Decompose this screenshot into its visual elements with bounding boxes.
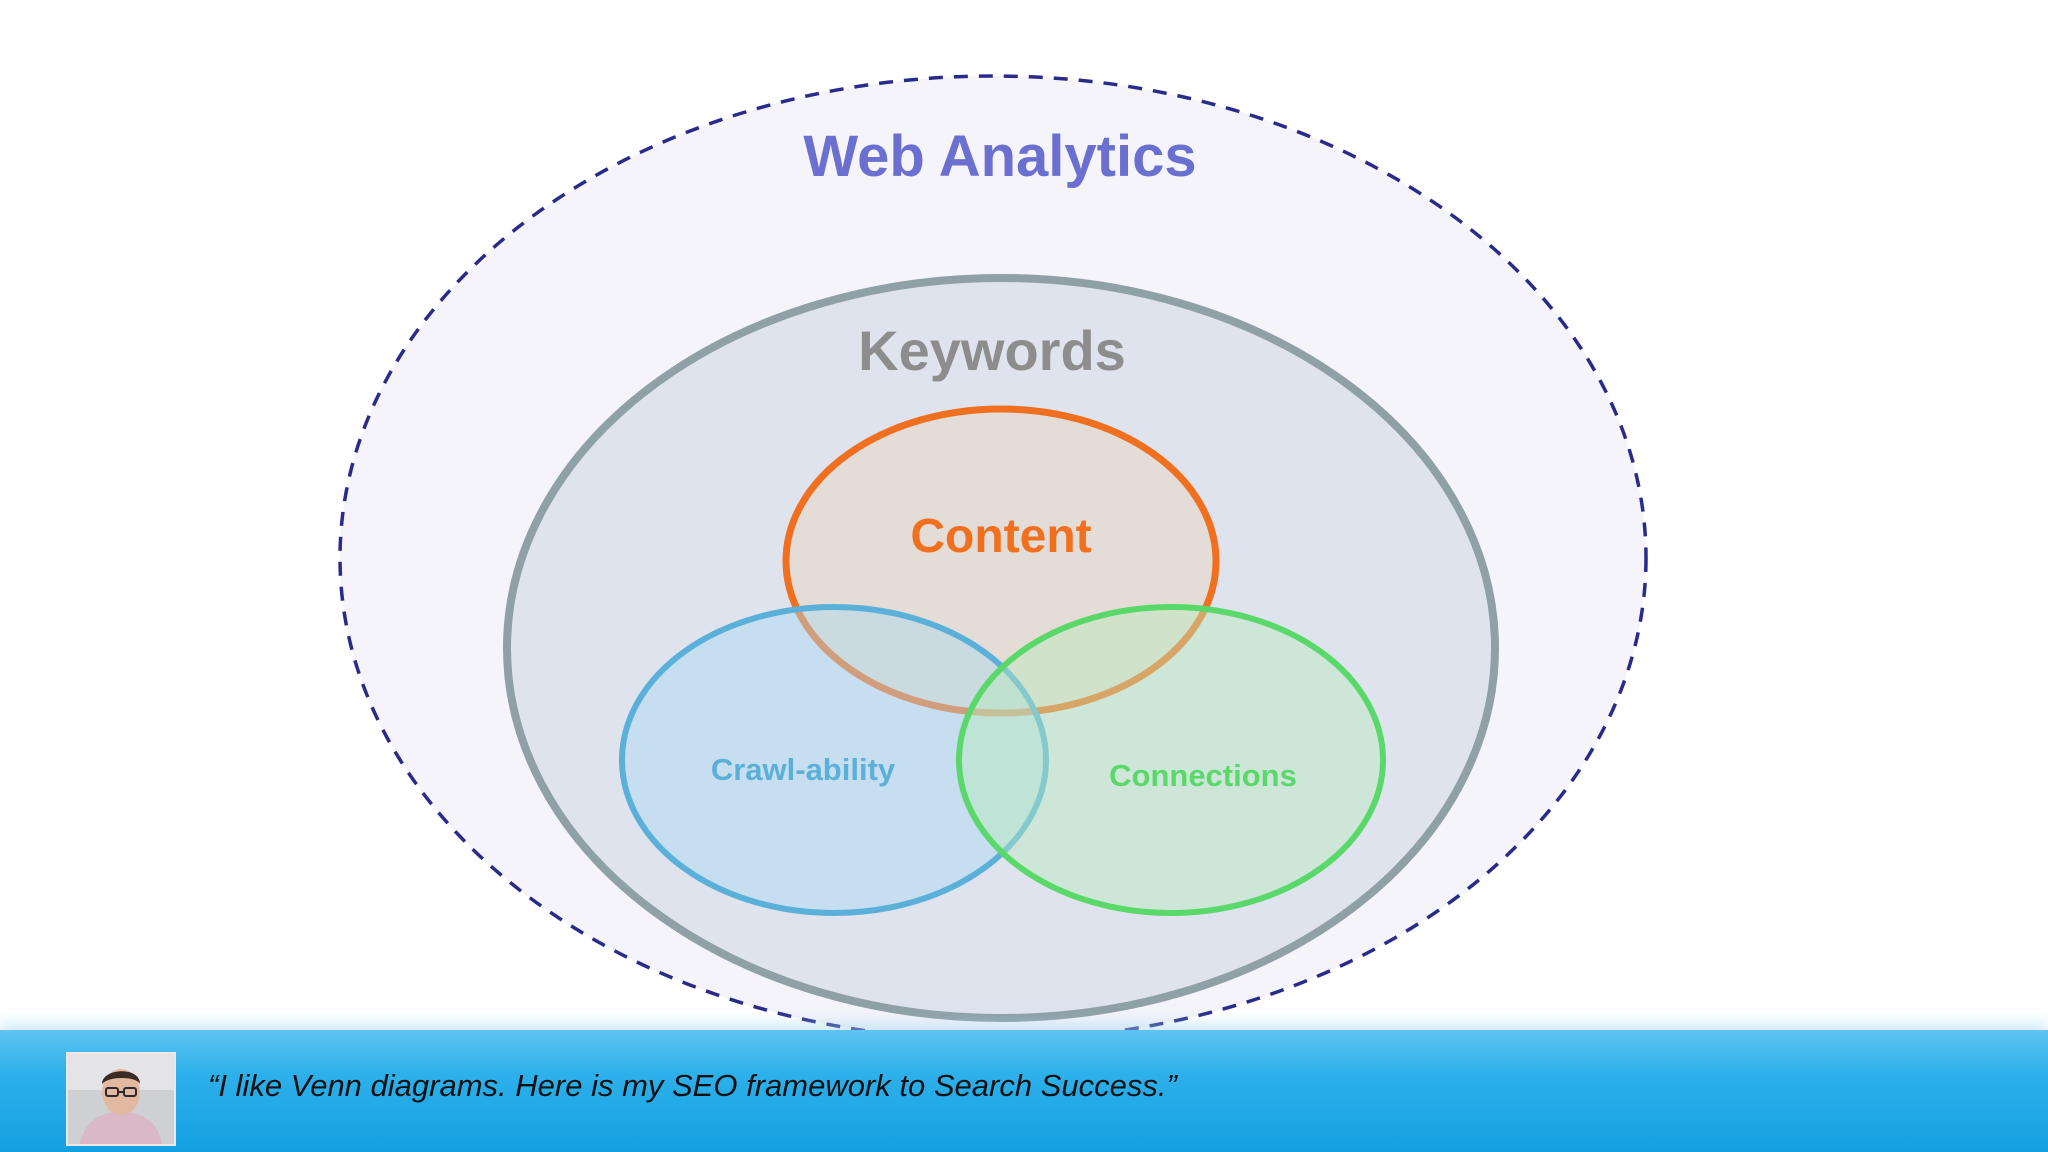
content-label: Content [910, 510, 1091, 563]
keywords-label: Keywords [858, 319, 1126, 382]
web-analytics-label: Web Analytics [803, 124, 1196, 189]
speaker-avatar [66, 1052, 176, 1146]
content-ellipse [782, 405, 1220, 717]
caption-bar: “I like Venn diagrams. Here is my SEO fr… [0, 1030, 2048, 1152]
crawl-ability-label: Crawl-ability [711, 752, 896, 787]
person-photo-icon [68, 1054, 174, 1144]
connections-label: Connections [1109, 758, 1297, 793]
connections-ellipse [956, 604, 1386, 916]
caption-quote: “I like Venn diagrams. Here is my SEO fr… [208, 1068, 1177, 1103]
keywords-ellipse [503, 274, 1499, 1022]
crawl-ability-ellipse [619, 604, 1049, 916]
